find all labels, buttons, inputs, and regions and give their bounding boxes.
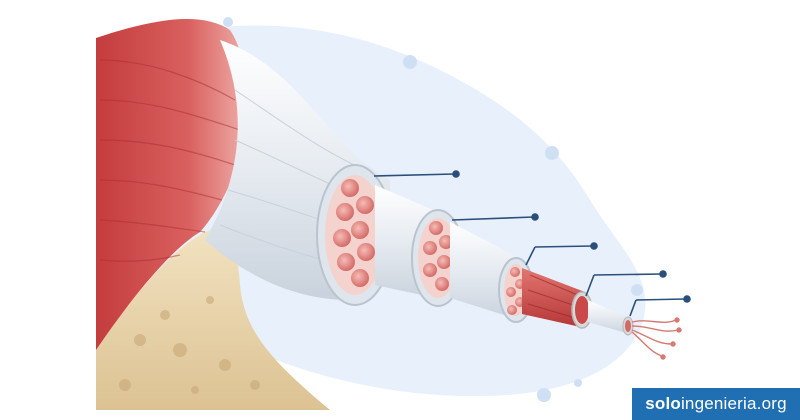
collagen-fiber — [522, 268, 593, 329]
callout-fibril — [629, 295, 691, 317]
brand-name-rest: ingenieria.org — [680, 394, 787, 413]
callout-collagen-fiber — [585, 270, 667, 297]
microfibril-strands — [631, 317, 682, 360]
bone — [96, 229, 330, 410]
callout-tendon — [373, 170, 460, 178]
callout-fascicle — [451, 213, 539, 221]
tendon-cross-section — [316, 164, 394, 306]
muscle — [96, 18, 250, 350]
brand-name-bold: solo — [645, 394, 681, 413]
callout-pointers — [373, 170, 691, 317]
callout-fiber-bundle — [525, 242, 598, 266]
fibril — [588, 300, 634, 336]
